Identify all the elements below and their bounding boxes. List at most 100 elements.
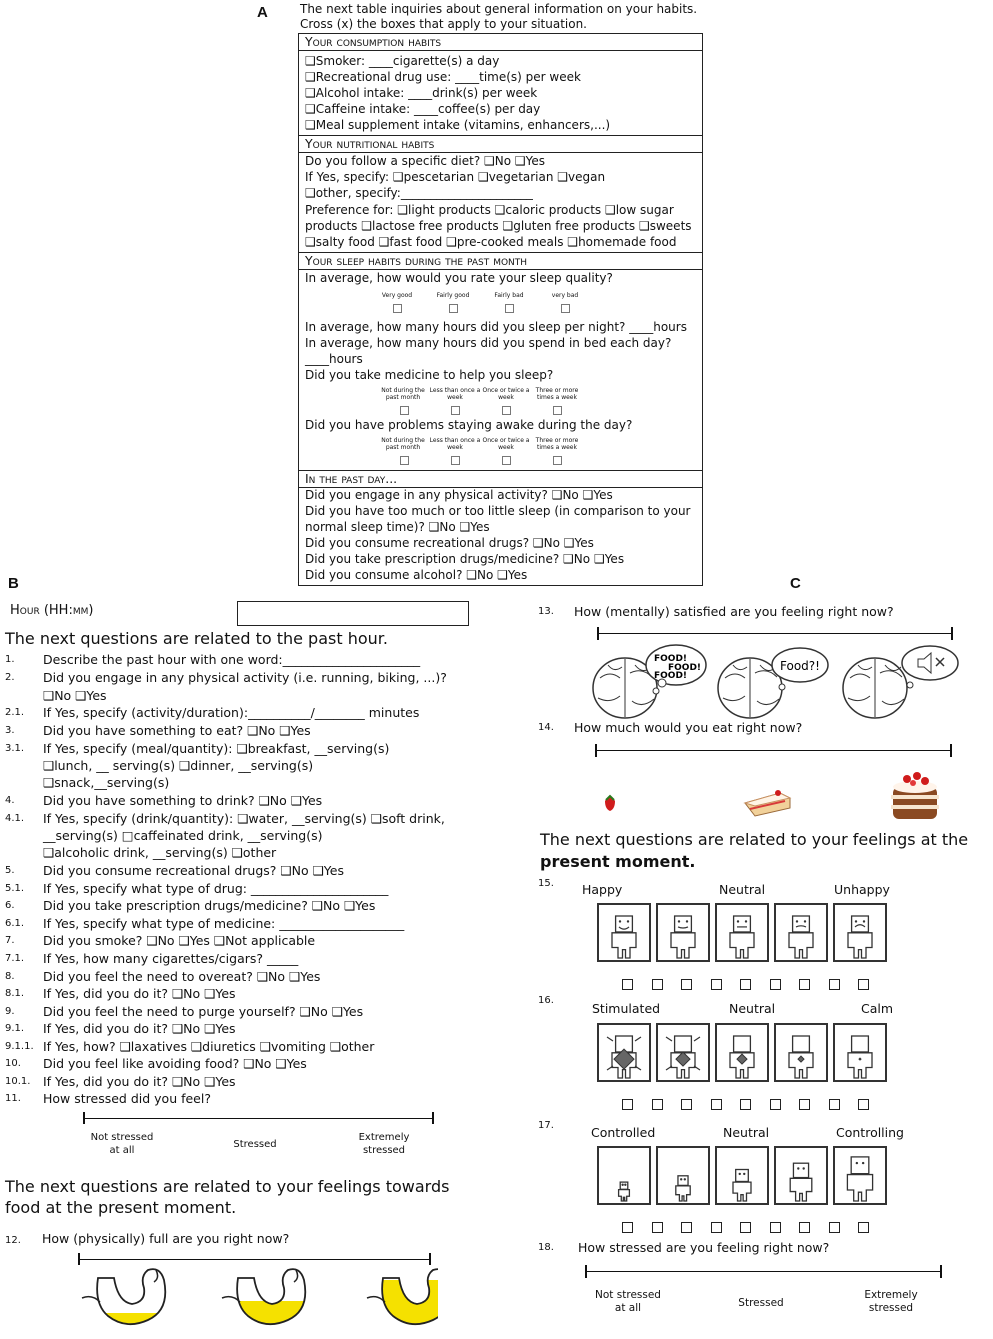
hour-input[interactable] bbox=[237, 601, 469, 626]
sam-checkbox[interactable] bbox=[858, 1099, 869, 1110]
nutrition-item[interactable]: ❑other, specify:______________________ bbox=[305, 186, 533, 200]
frequency-checkbox[interactable] bbox=[400, 406, 409, 415]
question-number: 14. bbox=[538, 722, 554, 733]
frequency-checkbox[interactable] bbox=[502, 406, 511, 415]
sam-checkbox[interactable] bbox=[858, 1222, 869, 1233]
sam-checkbox[interactable] bbox=[799, 979, 810, 990]
sam-checkbox[interactable] bbox=[651, 979, 663, 990]
sam-checkbox[interactable] bbox=[681, 1222, 692, 1233]
question-item[interactable]: Did you consume recreational drugs? ❑No … bbox=[43, 863, 344, 878]
sam-checkbox[interactable] bbox=[622, 979, 633, 990]
sam-checkbox[interactable] bbox=[769, 1099, 781, 1110]
consumption-item[interactable]: ❑Meal supplement intake (vitamins, enhan… bbox=[305, 118, 611, 132]
sam-checkbox[interactable] bbox=[740, 1222, 751, 1233]
sam-checkbox[interactable] bbox=[651, 1099, 663, 1110]
question-item[interactable]: How stressed did you feel? bbox=[43, 1091, 211, 1106]
sleep-question-2[interactable]: In average, how many hours did you sleep… bbox=[305, 320, 687, 334]
past-day-item[interactable]: Did you consume recreational drugs? ❑No … bbox=[305, 536, 594, 550]
question-item[interactable]: If Yes, specify (drink/quantity): ❑water… bbox=[43, 811, 445, 826]
question-item[interactable]: If Yes, did you do it? ❑No ❑Yes bbox=[43, 1021, 236, 1036]
frequency-checkbox[interactable] bbox=[400, 456, 409, 465]
sam-checkbox[interactable] bbox=[858, 979, 869, 990]
question-item[interactable]: If Yes, how many cigarettes/cigars? ____… bbox=[43, 951, 299, 966]
question-item[interactable]: If Yes, specify what type of drug: _____… bbox=[43, 881, 389, 896]
sam-checkbox[interactable] bbox=[622, 1222, 633, 1233]
question-item[interactable]: ❑No ❑Yes bbox=[43, 688, 107, 703]
past-day-item[interactable]: Did you consume alcohol? ❑No ❑Yes bbox=[305, 568, 528, 582]
sam-checkbox[interactable] bbox=[828, 979, 840, 990]
past-day-item[interactable]: Did you engage in any physical activity?… bbox=[305, 488, 613, 502]
sam-checkbox[interactable] bbox=[681, 1099, 692, 1110]
question-item[interactable]: Did you feel the need to overeat? ❑No ❑Y… bbox=[43, 969, 321, 984]
sam-checkbox[interactable] bbox=[710, 979, 722, 990]
past-day-item[interactable]: normal sleep time)? ❑No ❑Yes bbox=[305, 520, 490, 534]
sam-checkbox[interactable] bbox=[769, 979, 781, 990]
rating-checkbox[interactable] bbox=[393, 304, 402, 313]
nutrition-item[interactable]: If Yes, specify: ❑pescetarian ❑vegetaria… bbox=[305, 170, 606, 184]
frequency-checkbox[interactable] bbox=[451, 456, 460, 465]
scale-label-max: Extremely stressed bbox=[864, 1289, 918, 1314]
sam-checkbox[interactable] bbox=[799, 1222, 810, 1233]
sam-checkbox[interactable] bbox=[622, 1099, 633, 1110]
svg-text:Food?!: Food?! bbox=[780, 659, 820, 673]
fullness-scale-line[interactable] bbox=[78, 1259, 430, 1260]
stress-scale-line[interactable] bbox=[83, 1118, 433, 1119]
svg-text:FOOD!: FOOD! bbox=[668, 663, 701, 673]
frequency-checkbox[interactable] bbox=[553, 406, 562, 415]
sam-checkbox[interactable] bbox=[740, 1099, 751, 1110]
question-item[interactable]: If Yes, did you do it? ❑No ❑Yes bbox=[43, 986, 236, 1001]
question-item[interactable]: Did you engage in any physical activity … bbox=[43, 670, 447, 685]
rating-checkbox[interactable] bbox=[561, 304, 570, 313]
rating-checkbox[interactable] bbox=[505, 304, 514, 313]
question-item[interactable]: Did you feel like avoiding food? ❑No ❑Ye… bbox=[43, 1056, 307, 1071]
sam-checkbox[interactable] bbox=[710, 1222, 722, 1233]
sam-checkbox[interactable] bbox=[681, 979, 692, 990]
frequency-checkbox[interactable] bbox=[553, 456, 562, 465]
sam-checkbox[interactable] bbox=[828, 1222, 840, 1233]
question-item[interactable]: ❑lunch, __ serving(s) ❑dinner, __serving… bbox=[43, 758, 314, 773]
sam-checkbox[interactable] bbox=[799, 1099, 810, 1110]
frequency-checkbox[interactable] bbox=[451, 406, 460, 415]
sleep-question-3-answer[interactable]: ____hours bbox=[305, 352, 363, 366]
question-item[interactable]: If Yes, specify what type of medicine: _… bbox=[43, 916, 405, 931]
q15-label-right: Unhappy bbox=[834, 882, 890, 897]
consumption-item[interactable]: ❑Recreational drug use: ____time(s) per … bbox=[305, 70, 581, 84]
consumption-item[interactable]: ❑Smoker: ____cigarette(s) a day bbox=[305, 54, 500, 68]
rating-checkbox[interactable] bbox=[449, 304, 458, 313]
question-item[interactable]: ❑snack,__serving(s) bbox=[43, 775, 170, 790]
question-item[interactable]: Did you feel the need to purge yourself?… bbox=[43, 1004, 364, 1019]
question-item[interactable]: Did you take prescription drugs/medicine… bbox=[43, 898, 376, 913]
question-item[interactable]: Did you smoke? ❑No ❑Yes ❑Not applicable bbox=[43, 933, 316, 948]
question-number: 16. bbox=[538, 995, 554, 1006]
past-day-item[interactable]: Did you take prescription drugs/medicine… bbox=[305, 552, 625, 566]
question-item[interactable]: If Yes, how? ❑laxatives ❑diuretics ❑vomi… bbox=[43, 1039, 375, 1054]
past-day-title: In the past day... bbox=[299, 471, 702, 488]
question-item[interactable]: __serving(s) □caffeinated drink, __servi… bbox=[43, 828, 323, 843]
sam-checkbox[interactable] bbox=[828, 1099, 840, 1110]
nutrition-item[interactable]: ❑salty food ❑fast food ❑pre-cooked meals… bbox=[305, 235, 677, 249]
question-item[interactable]: Describe the past hour with one word:___… bbox=[43, 652, 421, 667]
consumption-item[interactable]: ❑Caffeine intake: ____coffee(s) per day bbox=[305, 102, 541, 116]
stress-now-scale-line[interactable] bbox=[585, 1271, 941, 1272]
past-day-item[interactable]: Did you have too much or too little slee… bbox=[305, 504, 691, 518]
sam-checkbox[interactable] bbox=[710, 1099, 722, 1110]
question-item[interactable]: ❑alcoholic drink, __serving(s) ❑other bbox=[43, 845, 277, 860]
sam-checkbox[interactable] bbox=[651, 1222, 663, 1233]
intro-line-2: Cross (x) the boxes that apply to your s… bbox=[300, 17, 587, 31]
question-item[interactable]: If Yes, specify (activity/duration):____… bbox=[43, 705, 420, 720]
eat-amount-scale-line[interactable] bbox=[595, 750, 951, 751]
question-item[interactable]: Did you have something to eat? ❑No ❑Yes bbox=[43, 723, 311, 738]
sam-checkbox[interactable] bbox=[769, 1222, 781, 1233]
frequency-checkbox[interactable] bbox=[502, 456, 511, 465]
nutrition-item[interactable]: Preference for: ❑light products ❑caloric… bbox=[305, 203, 674, 217]
question-item[interactable]: If Yes, did you do it? ❑No ❑Yes bbox=[43, 1074, 236, 1089]
satisfaction-scale-line[interactable] bbox=[597, 633, 952, 634]
scale-tick bbox=[432, 1112, 434, 1124]
consumption-item[interactable]: ❑Alcohol intake: ____drink(s) per week bbox=[305, 86, 538, 100]
sam-checkbox[interactable] bbox=[740, 979, 751, 990]
question-item[interactable]: If Yes, specify (meal/quantity): ❑breakf… bbox=[43, 741, 390, 756]
nutrition-item[interactable]: products ❑lactose free products ❑gluten … bbox=[305, 219, 692, 233]
sleep-title: Your sleep habits during the past month bbox=[299, 253, 702, 270]
nutrition-item[interactable]: Do you follow a specific diet? ❑No ❑Yes bbox=[305, 154, 546, 168]
question-item[interactable]: Did you have something to drink? ❑No ❑Ye… bbox=[43, 793, 323, 808]
